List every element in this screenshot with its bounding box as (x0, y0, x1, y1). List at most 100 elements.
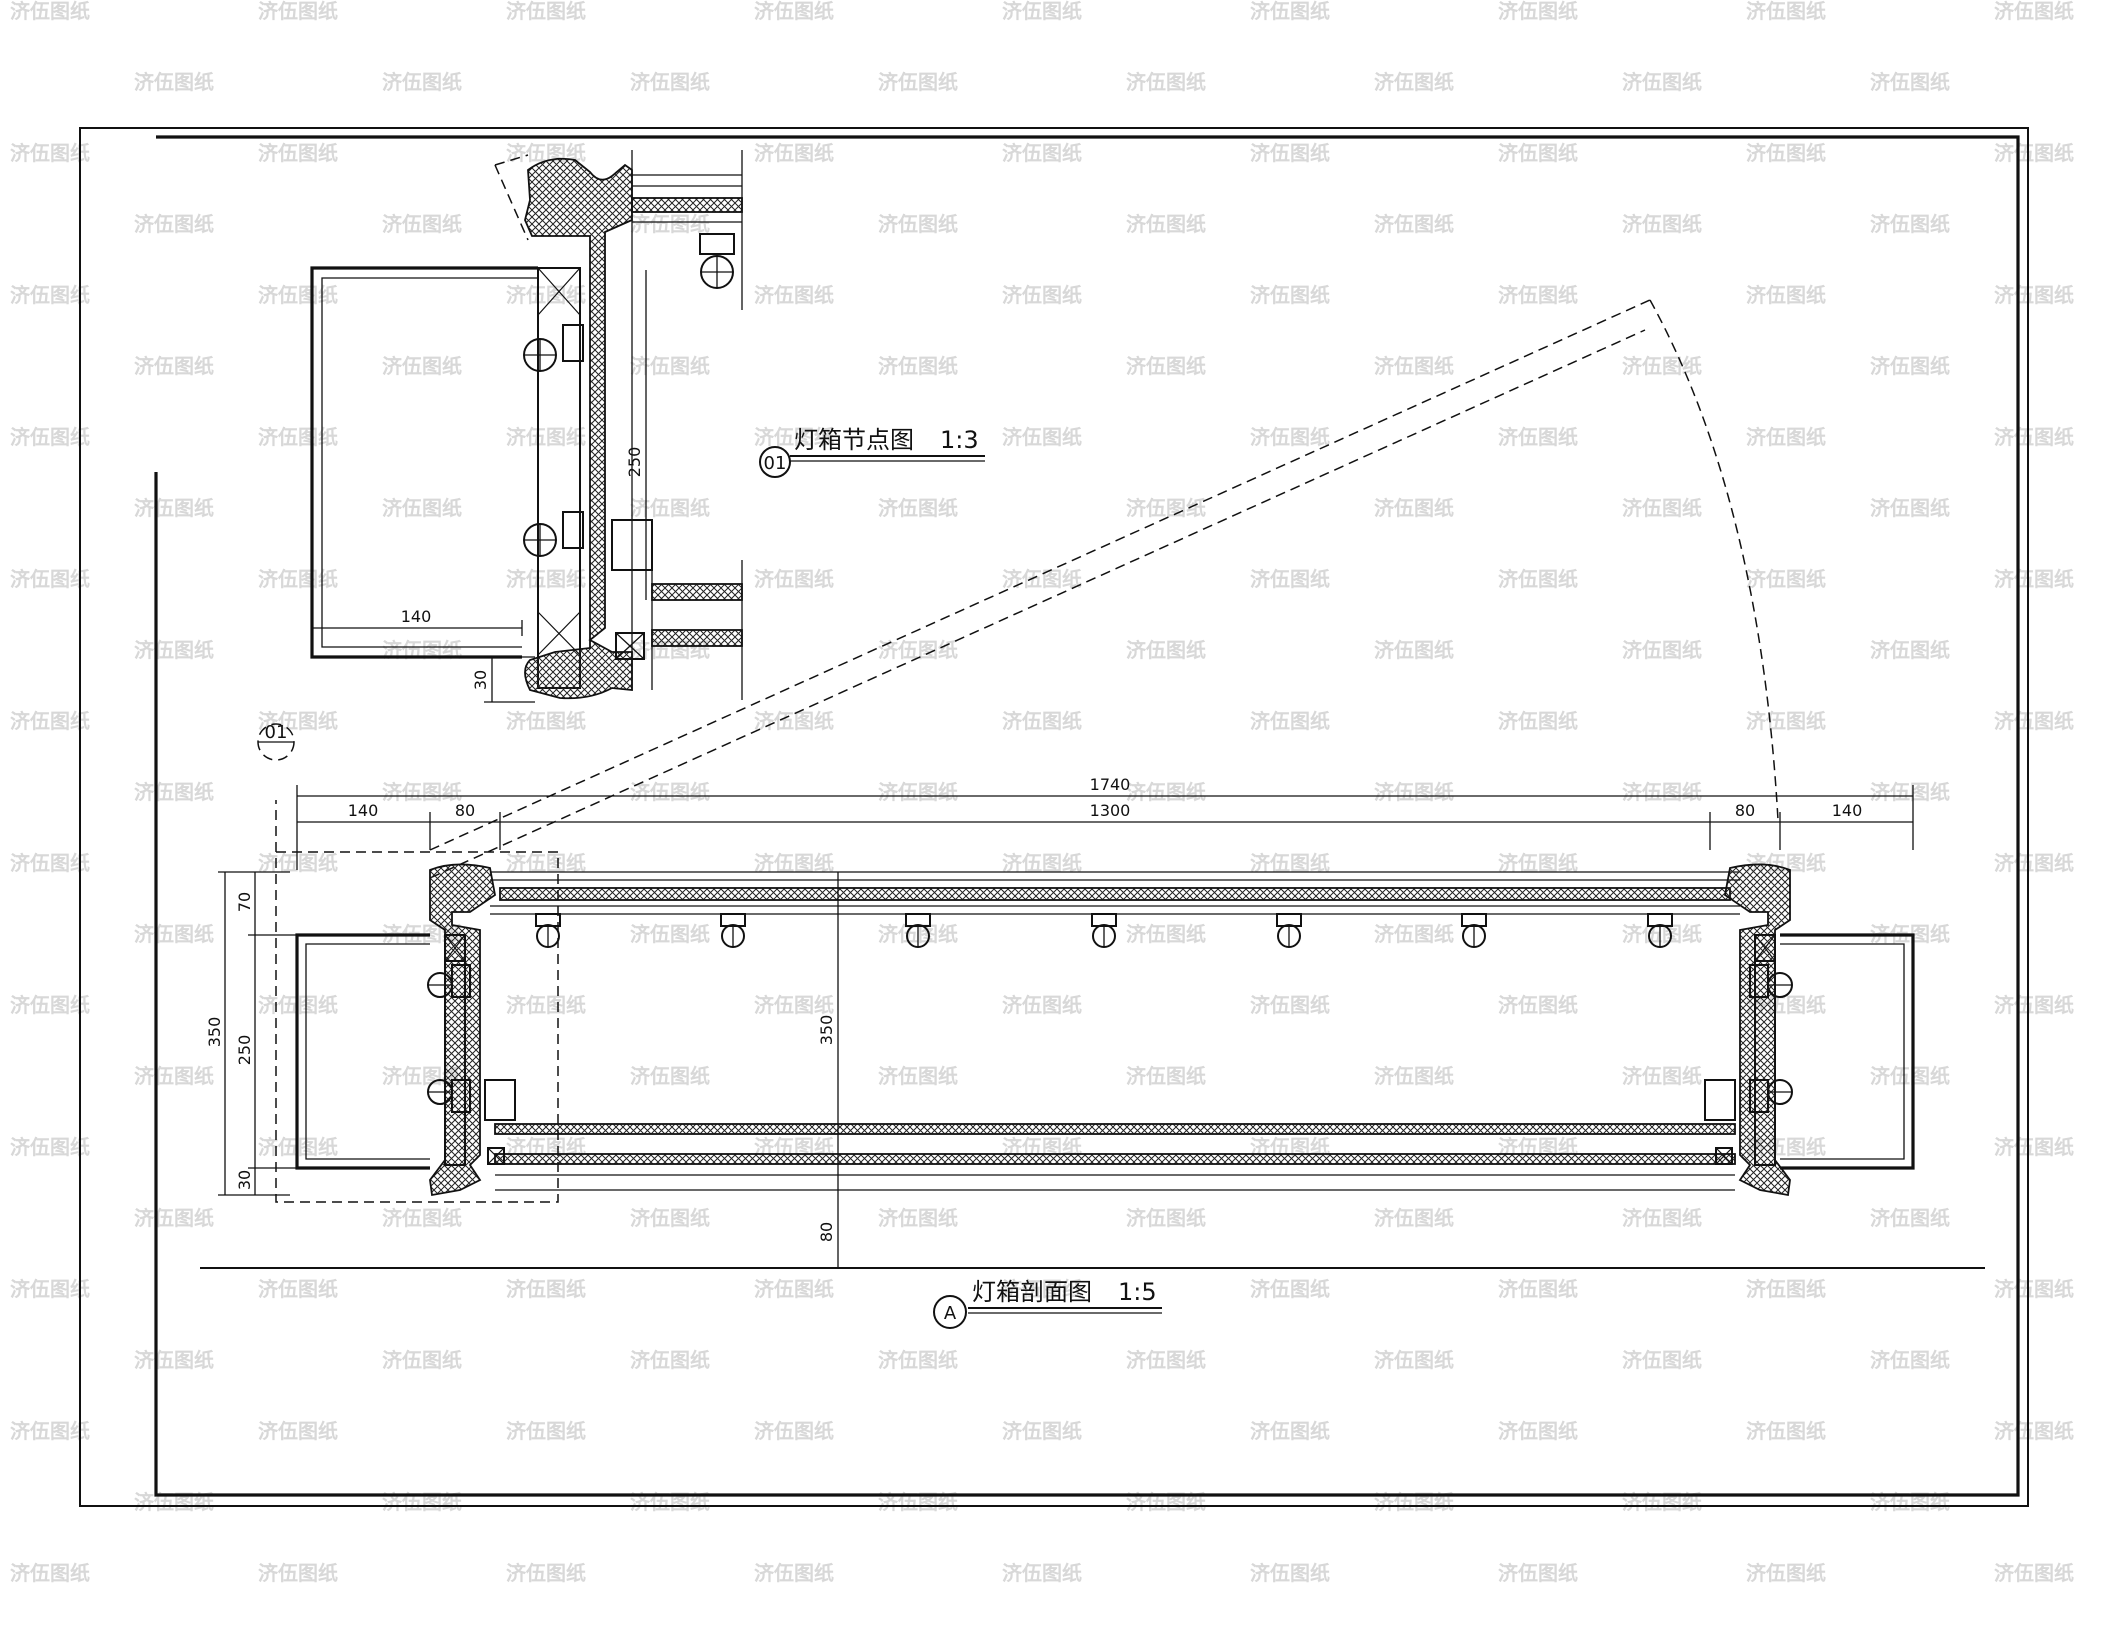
sheet-frame (79, 127, 2029, 1507)
callout-tag: 01 (265, 722, 288, 743)
detail-01-title: 01 灯箱节点图 1:3 (759, 426, 985, 478)
watermark-text: 济伍图纸 (1746, 1277, 1826, 1301)
watermark-text: 济伍图纸 (1746, 283, 1826, 307)
watermark-text: 济伍图纸 (10, 425, 90, 449)
watermark-text: 济伍图纸 (1870, 354, 1950, 378)
watermark-text: 济伍图纸 (134, 1348, 214, 1372)
dim-middle-1300: 1300 (1090, 801, 1131, 820)
watermark-text: 济伍图纸 (630, 496, 710, 520)
watermark-text: 济伍图纸 (878, 1348, 958, 1372)
watermark-text: 济伍图纸 (258, 425, 338, 449)
watermark-text: 济伍图纸 (1870, 638, 1950, 662)
watermark-text: 济伍图纸 (754, 1561, 834, 1585)
watermark-text: 济伍图纸 (1126, 1064, 1206, 1088)
watermark-text: 济伍图纸 (10, 1419, 90, 1443)
lamp-fixture (535, 913, 561, 948)
watermark-text: 济伍图纸 (10, 1135, 90, 1159)
watermark-text: 济伍图纸 (1002, 567, 1082, 591)
watermark-text: 济伍图纸 (754, 0, 834, 23)
watermark-text: 济伍图纸 (258, 283, 338, 307)
enlargement-lines (429, 299, 1779, 879)
watermark-text: 济伍图纸 (1250, 1419, 1330, 1443)
watermark-text: 济伍图纸 (1994, 141, 2074, 165)
watermark-text: 济伍图纸 (134, 1064, 214, 1088)
watermark-text: 济伍图纸 (10, 567, 90, 591)
watermark-text: 济伍图纸 (506, 993, 586, 1017)
section-a-dimensions: 1740 140 80 1300 80 140 70 350 250 30 35… (205, 775, 1914, 1242)
dim-height-350-center: 350 (817, 1015, 836, 1046)
watermark-text: 济伍图纸 (754, 141, 834, 165)
watermark-text: 济伍图纸 (1498, 709, 1578, 733)
watermark-text: 济伍图纸 (506, 425, 586, 449)
watermark-text: 济伍图纸 (1002, 141, 1082, 165)
watermark-text: 济伍图纸 (10, 993, 90, 1017)
watermark-text: 济伍图纸 (1126, 212, 1206, 236)
watermark-text: 济伍图纸 (1498, 1561, 1578, 1585)
watermark-text: 济伍图纸 (258, 851, 338, 875)
dim-left-80: 80 (455, 801, 475, 820)
watermark-text: 济伍图纸 (10, 851, 90, 875)
watermark-text: 济伍图纸 (1002, 709, 1082, 733)
dim-left-140: 140 (348, 801, 379, 820)
watermark-text: 济伍图纸 (1994, 1135, 2074, 1159)
watermark-text: 济伍图纸 (1250, 1277, 1330, 1301)
watermark-text: 济伍图纸 (382, 1348, 462, 1372)
watermark-text: 济伍图纸 (1870, 780, 1950, 804)
watermark-text: 济伍图纸 (1870, 1206, 1950, 1230)
detail-tag: 01 (764, 453, 787, 474)
watermark-text: 济伍图纸 (1746, 425, 1826, 449)
watermark-text: 济伍图纸 (1126, 638, 1206, 662)
watermark-text: 济伍图纸 (506, 283, 586, 307)
watermark-text: 济伍图纸 (1250, 425, 1330, 449)
detail-dim-250: 250 (625, 447, 644, 478)
watermark-text: 济伍图纸 (1994, 283, 2074, 307)
callout-dashed-box (275, 851, 559, 1203)
watermark-text: 济伍图纸 (630, 1064, 710, 1088)
detail-dim-30: 30 (471, 670, 490, 690)
lamp-fixture (720, 913, 746, 948)
detail-title: 灯箱节点图 (794, 426, 914, 454)
watermark-text: 济伍图纸 (1374, 354, 1454, 378)
section-tag: A (944, 1303, 957, 1324)
detail-01-dimensions: 140 250 30 (311, 270, 647, 703)
watermark-text: 济伍图纸 (1002, 1277, 1082, 1301)
watermark-text: 济伍图纸 (1994, 1561, 2074, 1585)
watermark-text: 济伍图纸 (1126, 1206, 1206, 1230)
watermark-text: 济伍图纸 (1250, 993, 1330, 1017)
watermark-text: 济伍图纸 (754, 709, 834, 733)
watermark-text: 济伍图纸 (1126, 70, 1206, 94)
watermark-text: 济伍图纸 (258, 1419, 338, 1443)
watermark-text: 济伍图纸 (1250, 709, 1330, 733)
watermark-text: 济伍图纸 (1870, 496, 1950, 520)
lamp-fixture (1276, 913, 1302, 948)
section-tag-circle (933, 1295, 967, 1329)
watermark-text: 济伍图纸 (1498, 0, 1578, 23)
watermark-text: 济伍图纸 (134, 496, 214, 520)
watermark-text: 济伍图纸 (1746, 567, 1826, 591)
dim-right-140: 140 (1832, 801, 1863, 820)
watermark-text: 济伍图纸 (878, 496, 958, 520)
section-scale: 1:5 (1118, 1278, 1157, 1306)
watermark-text: 济伍图纸 (1622, 354, 1702, 378)
watermark-text: 济伍图纸 (1622, 780, 1702, 804)
watermark-text: 济伍图纸 (506, 0, 586, 23)
watermark-text: 济伍图纸 (1746, 1561, 1826, 1585)
watermark-text: 济伍图纸 (1870, 1348, 1950, 1372)
watermark-text: 济伍图纸 (1002, 283, 1082, 307)
watermark-text: 济伍图纸 (506, 1419, 586, 1443)
detail-dim-140: 140 (401, 607, 432, 626)
watermark-text: 济伍图纸 (754, 567, 834, 591)
watermark-text: 济伍图纸 (1498, 1277, 1578, 1301)
watermark-text: 济伍图纸 (1374, 1348, 1454, 1372)
watermark-text: 济伍图纸 (10, 1561, 90, 1585)
watermark-text: 济伍图纸 (1498, 1419, 1578, 1443)
watermark-text: 济伍图纸 (258, 709, 338, 733)
watermark-text: 济伍图纸 (506, 1277, 586, 1301)
watermark-text: 济伍图纸 (134, 70, 214, 94)
watermark-text: 济伍图纸 (1498, 993, 1578, 1017)
watermark-text: 济伍图纸 (1374, 212, 1454, 236)
watermark-text: 济伍图纸 (1126, 496, 1206, 520)
watermark-text: 济伍图纸 (630, 70, 710, 94)
watermark-layer: 济伍图纸济伍图纸济伍图纸济伍图纸济伍图纸济伍图纸济伍图纸济伍图纸济伍图纸济伍图纸… (10, 0, 2074, 1585)
